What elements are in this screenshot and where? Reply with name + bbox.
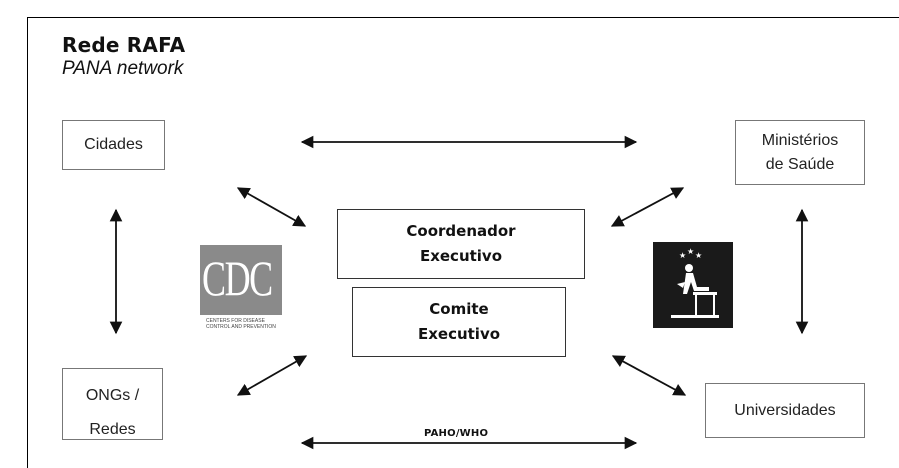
svg-text:★: ★ [695, 251, 702, 260]
node-universidades: Universidades [705, 383, 865, 438]
node-coordenador-label: Coordenador Executivo [406, 222, 516, 265]
node-universidades-label: Universidades [734, 401, 836, 419]
node-ongs-label: ONGs / Redes [85, 387, 140, 438]
person-stepper-icon: ★ ★ ★ [671, 247, 719, 318]
node-coordenador-executivo: Coordenador Executivo [337, 209, 585, 279]
node-cidades: Cidades [62, 120, 165, 170]
node-comite-label: Comite Executivo [417, 300, 501, 343]
arrow-upper-right [610, 187, 685, 227]
node-ministerios: Ministérios de Saúde [735, 120, 865, 185]
diagram-subtitle: PANA network [62, 58, 184, 79]
svg-text:★: ★ [687, 247, 694, 256]
node-ongs: ONGs / Redes [62, 368, 163, 440]
arrow-lower-right [611, 355, 687, 396]
node-comite-executivo: Comite Executivo [352, 287, 566, 357]
arrow-upper-left [236, 187, 307, 227]
node-cidades-label: Cidades [84, 136, 143, 153]
cdc-logo-caption: CENTERS FOR DISEASE CONTROL AND PREVENTI… [206, 318, 276, 330]
person-stepper-logo: ★ ★ ★ [653, 242, 733, 328]
diagram-title: Rede RAFA [62, 33, 186, 57]
paho-who-label: PAHO/WHO [424, 428, 489, 439]
arrow-lower-left [236, 355, 308, 396]
node-ministerios-label: Ministérios de Saúde [761, 131, 839, 173]
cdc-logo [200, 245, 282, 340]
svg-text:★: ★ [679, 251, 686, 260]
cdc-logo-letters: CDC [202, 250, 273, 306]
diagram-frame [27, 17, 899, 468]
